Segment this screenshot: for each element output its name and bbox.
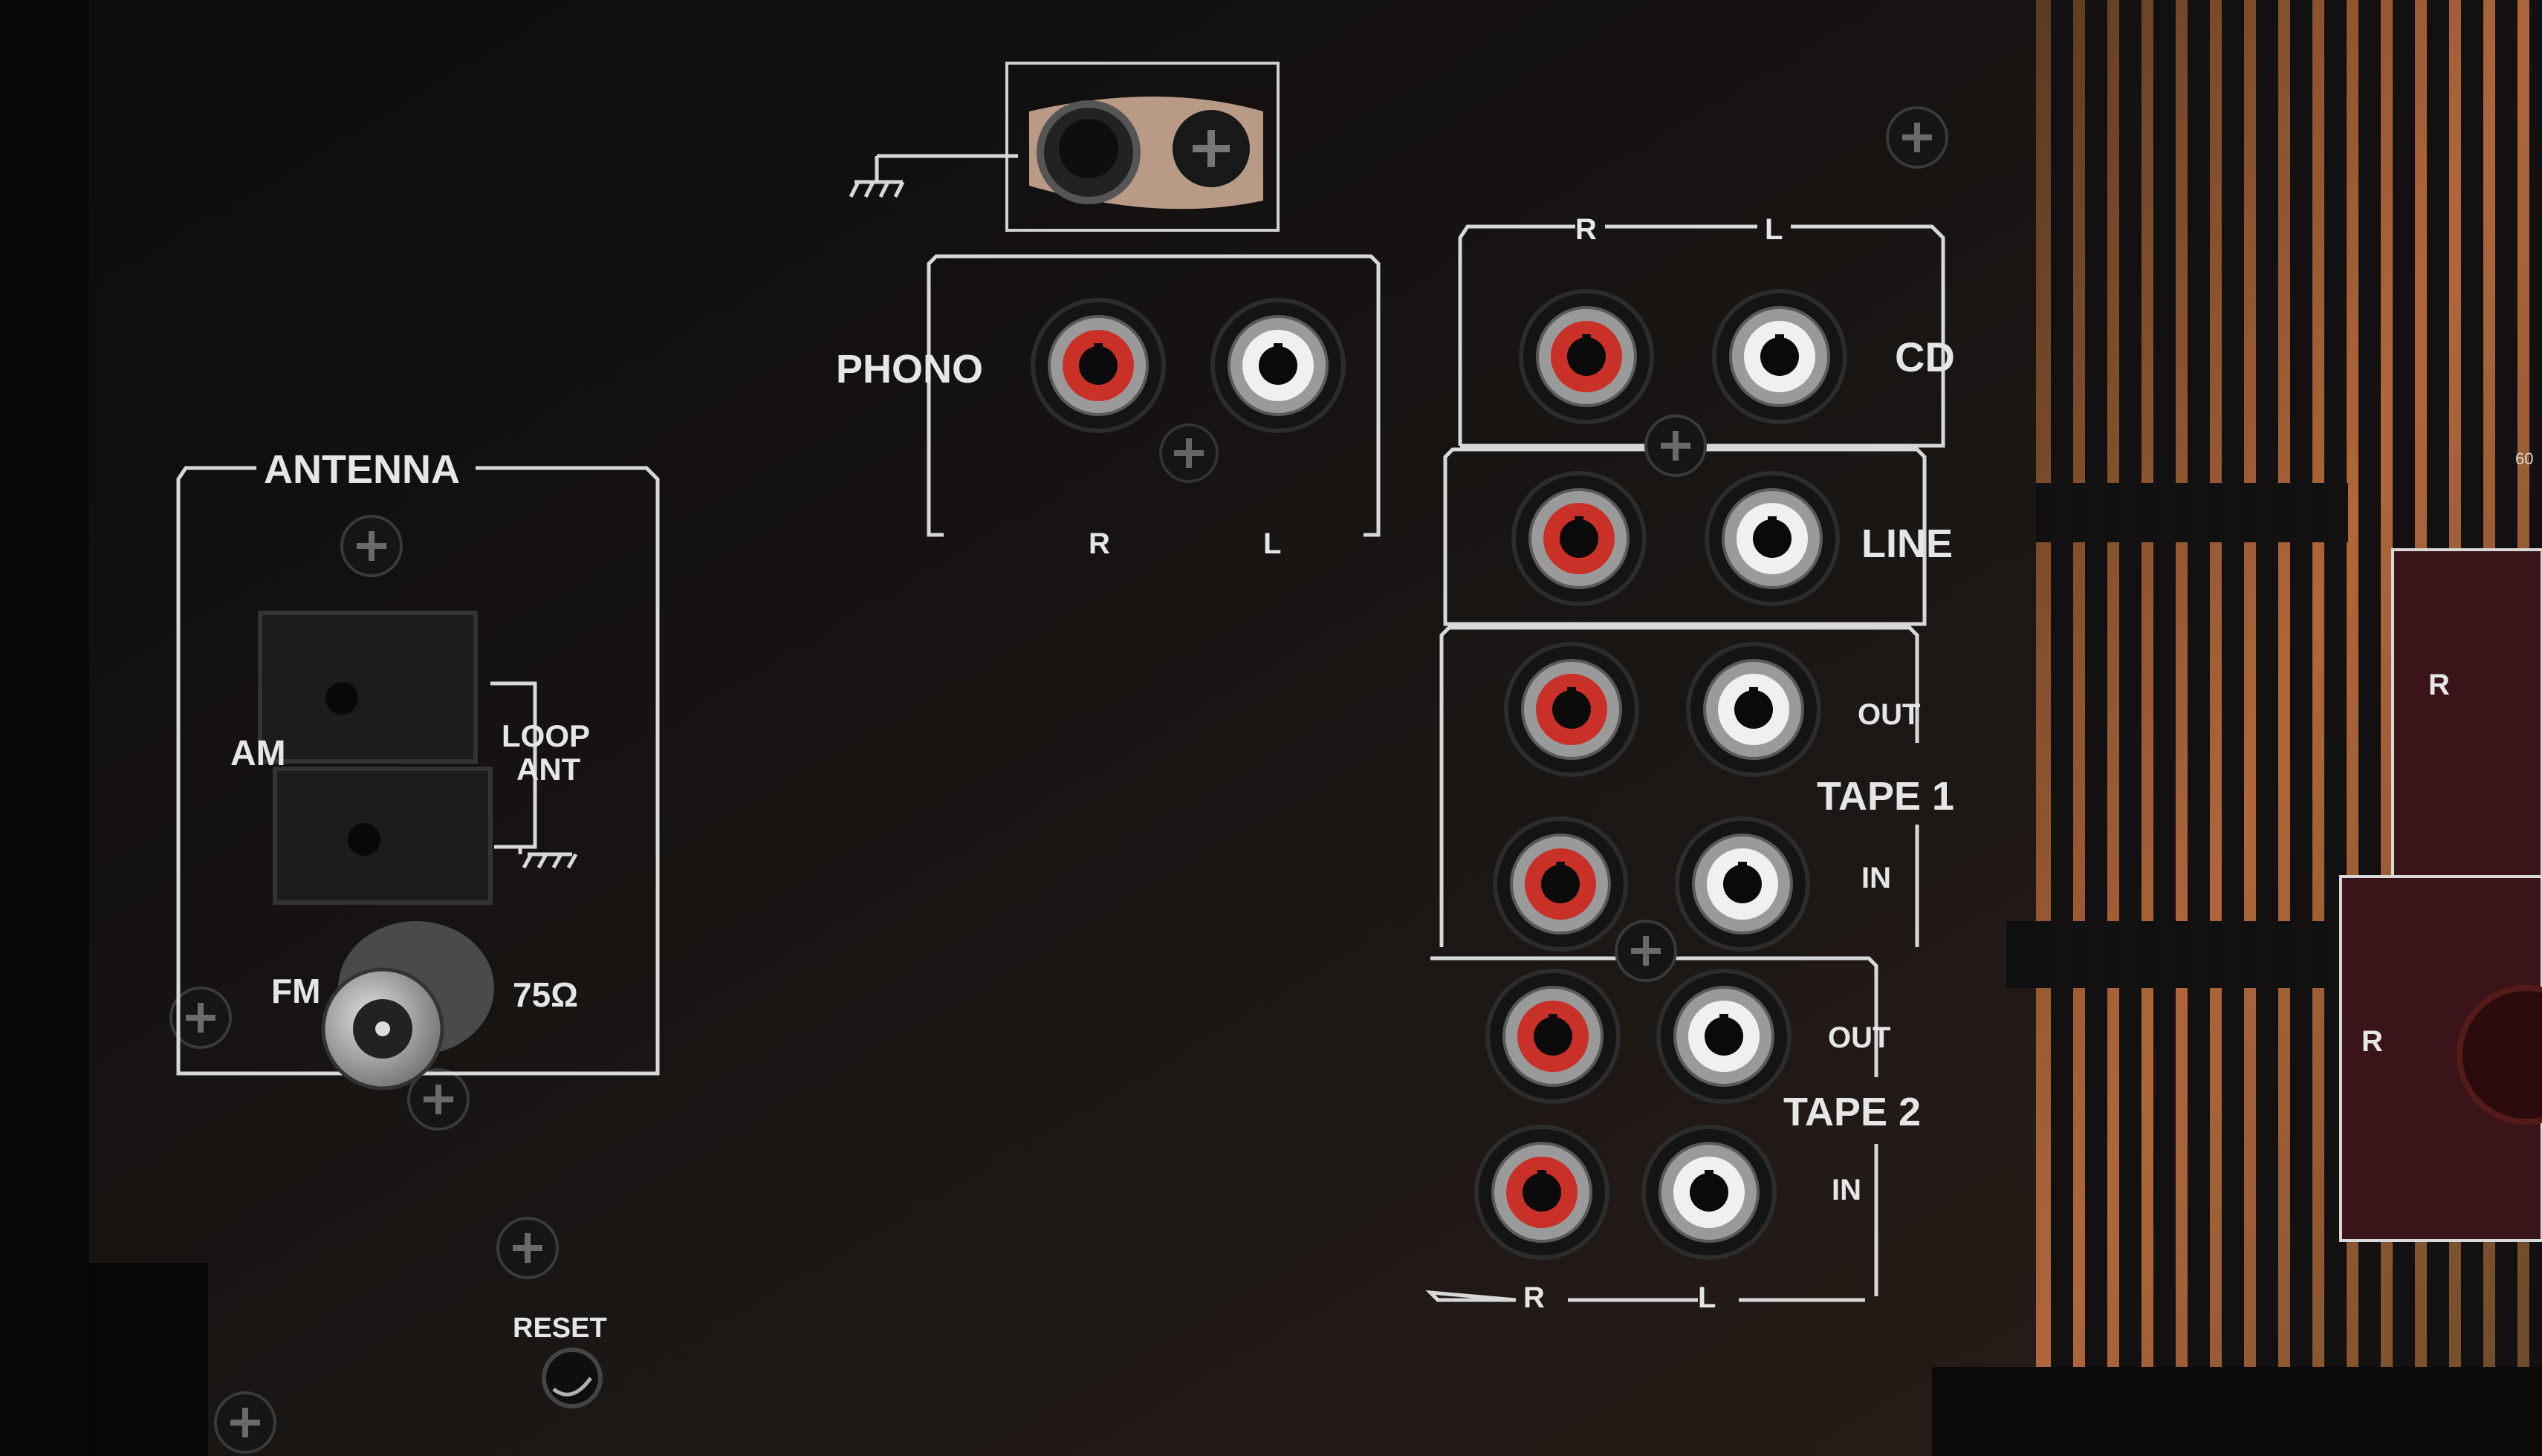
fm-label: FM xyxy=(271,972,320,1010)
am-label: AM xyxy=(230,734,286,773)
ground-symbol-icon xyxy=(518,847,578,869)
tape2-in-left-jack[interactable] xyxy=(1641,1125,1777,1260)
line-left-jack[interactable] xyxy=(1705,471,1840,606)
ground-terminal[interactable] xyxy=(1005,62,1280,232)
tape2-out-label: OUT xyxy=(1828,1021,1890,1054)
cd-l-label: L xyxy=(1765,213,1783,246)
tape1-out-left-jack[interactable] xyxy=(1686,642,1821,777)
tape1-out-label: OUT xyxy=(1858,698,1920,731)
vent-slat xyxy=(2290,0,2312,1367)
phono-left-jack[interactable] xyxy=(1210,298,1346,433)
reset-label: RESET xyxy=(513,1313,607,1344)
tape1-out-right-jack[interactable] xyxy=(1504,642,1639,777)
tape2-out-left-jack[interactable] xyxy=(1656,969,1792,1104)
reset-button[interactable] xyxy=(542,1348,603,1408)
tape2-label: TAPE 2 xyxy=(1783,1090,1921,1134)
cd-r-label: R xyxy=(1575,213,1597,246)
loop-ant-label-2: ANT xyxy=(516,752,581,787)
fm-coax-connector[interactable] xyxy=(321,921,494,1091)
speaker-r-label-2: R xyxy=(2361,1025,2383,1058)
cd-frame xyxy=(1458,224,1945,448)
screw-icon xyxy=(1615,920,1677,982)
tape2-out-right-jack[interactable] xyxy=(1485,969,1621,1104)
phono-r-label: R xyxy=(1089,527,1110,560)
speaker-terminal-icon[interactable] xyxy=(2457,985,2542,1125)
screw-icon xyxy=(214,1391,276,1454)
vent-slat xyxy=(2119,0,2141,1367)
cd-label: CD xyxy=(1895,334,1955,380)
chassis-step xyxy=(89,1263,208,1456)
loop-ant-label-1: LOOP xyxy=(502,718,590,753)
phono-l-label: L xyxy=(1263,527,1281,560)
line-right-jack[interactable] xyxy=(1511,471,1647,606)
tape1-in-right-jack[interactable] xyxy=(1493,816,1628,952)
screw-icon xyxy=(496,1217,559,1279)
cd-right-jack[interactable] xyxy=(1519,289,1654,424)
tape1-label: TAPE 1 xyxy=(1817,774,1954,819)
screw-icon xyxy=(169,987,232,1049)
tape2-frame xyxy=(1425,956,1878,1302)
cd-left-jack[interactable] xyxy=(1712,289,1847,424)
tape1-in-label: IN xyxy=(1861,862,1891,894)
pcb-edge-text: 60 xyxy=(2515,449,2533,468)
tape2-in-right-jack[interactable] xyxy=(1474,1125,1609,1260)
speaker-r-label-1: R xyxy=(2428,669,2450,701)
line-label: LINE xyxy=(1861,521,1953,566)
am-antenna-terminal[interactable] xyxy=(258,611,493,905)
vent-slat xyxy=(2222,0,2244,1367)
ventilation-grille: R R 60 xyxy=(2006,0,2542,1382)
phono-right-jack[interactable] xyxy=(1031,298,1166,433)
ground-symbol-icon xyxy=(849,154,1018,198)
bottom-r-label: R xyxy=(1523,1281,1545,1314)
loop-ant-bracket xyxy=(490,681,537,849)
screw-icon xyxy=(1159,423,1219,483)
tape2-in-label: IN xyxy=(1832,1174,1861,1206)
screw-icon xyxy=(340,515,403,577)
antenna-label: ANTENNA xyxy=(264,447,460,492)
screw-icon xyxy=(1644,415,1707,477)
vent-slat xyxy=(2085,0,2107,1367)
screw-icon xyxy=(1886,106,1948,169)
tape1-frame xyxy=(1439,625,1919,947)
phono-frame xyxy=(927,254,1381,537)
chassis-edge-shadow xyxy=(1932,1367,2542,1456)
phono-label: PHONO xyxy=(836,347,983,391)
vent-slat xyxy=(2153,0,2176,1367)
screw-icon xyxy=(407,1068,470,1131)
line-frame xyxy=(1443,447,1927,626)
vent-slat xyxy=(2256,0,2278,1367)
ohms-label: 75Ω xyxy=(513,975,578,1014)
vent-slat xyxy=(2188,0,2210,1367)
tape1-in-left-jack[interactable] xyxy=(1675,816,1810,952)
vent-slat xyxy=(2051,0,2073,1367)
bottom-l-label: L xyxy=(1698,1281,1716,1314)
